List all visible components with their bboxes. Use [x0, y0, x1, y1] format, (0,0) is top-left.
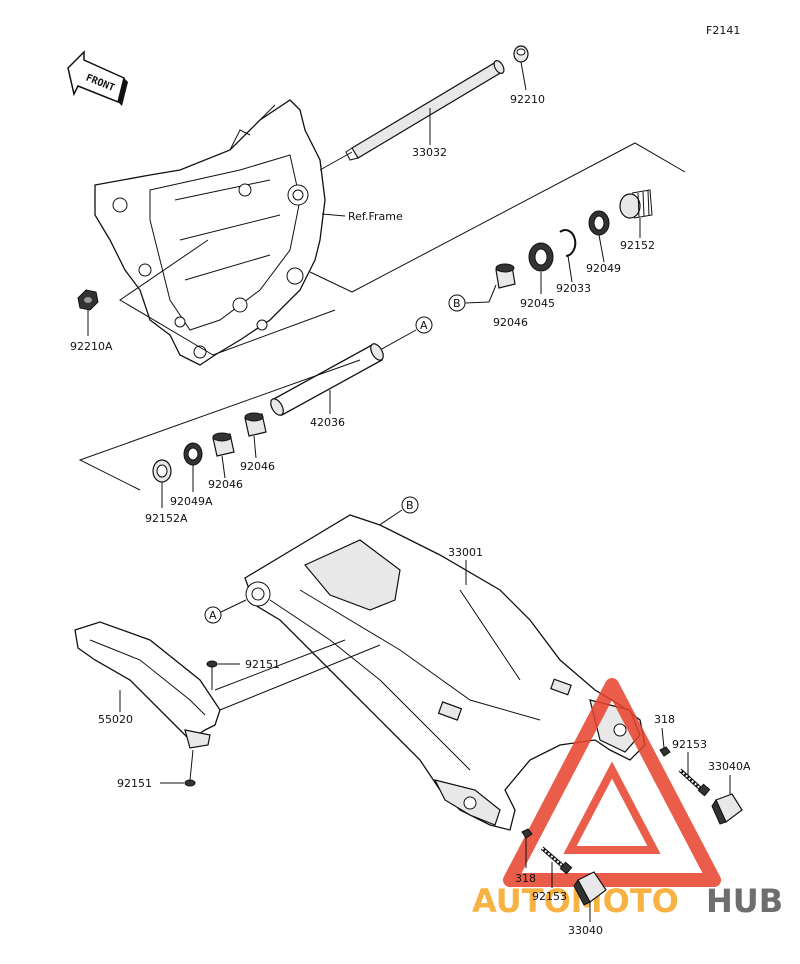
screw-92151-top-icon — [206, 660, 218, 690]
label-92210: 92210 — [510, 93, 545, 106]
label-33040: 33040 — [568, 924, 603, 937]
label-33032: 33032 — [412, 146, 447, 159]
seal-92049A-icon — [183, 442, 203, 466]
chain-guard-55020-icon — [74, 621, 221, 749]
bracket-upper — [351, 142, 686, 293]
bracket-lower — [78, 359, 361, 491]
block-33040A-icon — [711, 793, 743, 825]
needle-bearing-92046-top-icon — [495, 263, 516, 289]
figure-code: F2141 — [706, 24, 740, 37]
label-92152A: 92152A — [145, 512, 188, 525]
label-33040A: 33040A — [708, 760, 751, 773]
bolt-92153-bot-icon — [540, 846, 573, 875]
label-318-top: 318 — [654, 713, 675, 726]
frame-icon — [94, 99, 326, 366]
marker-a-top — [415, 316, 433, 334]
label-92151-top: 92151 — [245, 658, 280, 671]
label-92045: 92045 — [520, 297, 555, 310]
guard-guide — [219, 644, 381, 711]
label-33001: 33001 — [448, 546, 483, 559]
label-42036: 42036 — [310, 416, 345, 429]
screw-92151-bot-icon — [184, 749, 196, 787]
label-92049A: 92049A — [170, 495, 213, 508]
guard-guide-2 — [214, 639, 346, 691]
frame-outline — [119, 239, 214, 356]
swingarm-33001-icon — [244, 514, 646, 831]
marker-b-top-text: B — [453, 297, 461, 310]
pivot-shaft-icon — [345, 60, 505, 161]
front-arrow-icon: FRONT — [67, 50, 128, 106]
bolt-92153-top-icon — [678, 768, 711, 797]
needle-bearing-92046-a-icon — [244, 412, 267, 437]
nut-92210-icon — [513, 45, 529, 63]
nut-318-bot-icon — [521, 828, 533, 839]
seal-92152-icon — [619, 189, 653, 219]
label-92153-bot: 92153 — [532, 890, 567, 903]
label-92153-top: 92153 — [672, 738, 707, 751]
label-92033: 92033 — [556, 282, 591, 295]
label-92049: 92049 — [586, 262, 621, 275]
label-92046-b: 92046 — [208, 478, 243, 491]
nut-318-top-icon — [659, 746, 671, 757]
seal-92049-icon — [588, 210, 610, 236]
circlip-92033-icon — [559, 229, 577, 257]
marker-a-top-text: A — [420, 319, 428, 332]
ref-frame-leader — [321, 213, 346, 217]
seal-92152A-icon — [152, 459, 172, 483]
label-92046-top: 92046 — [493, 316, 528, 329]
label-92152: 92152 — [620, 239, 655, 252]
marker-a-swingarm-text: A — [209, 609, 217, 622]
watermark-text-2: HUB — [706, 882, 783, 920]
marker-b-swingarm — [401, 496, 419, 514]
frame-outline-2 — [212, 309, 336, 356]
nut-92210A-icon — [77, 289, 99, 311]
label-92151-bot: 92151 — [117, 777, 152, 790]
marker-b-swingarm-text: B — [406, 499, 414, 512]
needle-bearing-92046-b-icon — [212, 432, 235, 457]
label-318-bot: 318 — [515, 872, 536, 885]
block-33040-icon — [573, 871, 607, 906]
ref-frame-label: Ref.Frame — [348, 210, 403, 223]
bearing-92045-icon — [528, 242, 554, 272]
marker-a-swingarm — [204, 606, 222, 624]
label-55020: 55020 — [98, 713, 133, 726]
label-92210A: 92210A — [70, 340, 113, 353]
collar-42036-icon — [270, 343, 384, 416]
label-92046-a: 92046 — [240, 460, 275, 473]
